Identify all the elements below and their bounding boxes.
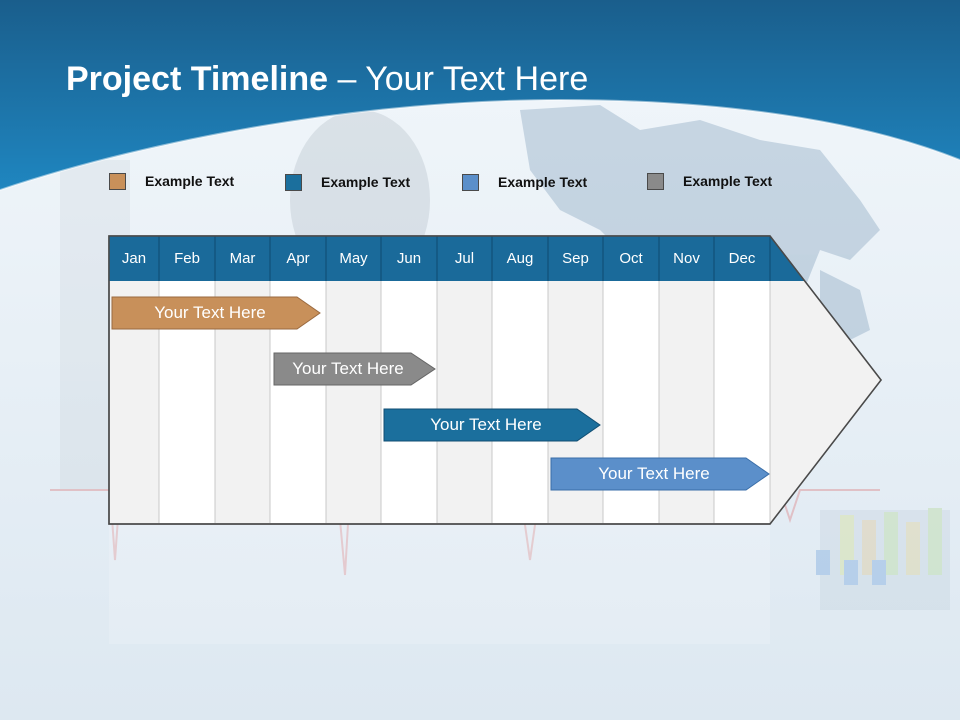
- task-bar-label: Your Text Here: [598, 464, 710, 483]
- month-column: [326, 281, 381, 523]
- header-band: [0, 0, 960, 190]
- task-bar-label: Your Text Here: [154, 303, 266, 322]
- legend-swatch: [462, 173, 479, 191]
- month-label: Jul: [454, 250, 475, 267]
- month-label: Mar: [229, 250, 256, 267]
- legend-swatch: [285, 173, 302, 191]
- month-label: Feb: [174, 250, 200, 267]
- header-dividers: [158, 236, 771, 281]
- legend-swatch: [109, 172, 126, 190]
- task-bar-4: [550, 457, 770, 491]
- task-bar-1: [111, 296, 321, 330]
- legend-item: Example Text: [109, 171, 234, 191]
- month-label: Sep: [562, 250, 589, 267]
- task-bar-3: [383, 408, 601, 442]
- month-label: Aug: [506, 250, 534, 267]
- legend-label: Example Text: [683, 173, 773, 189]
- month-label: Jun: [396, 250, 422, 267]
- legend-label: Example Text: [321, 174, 411, 190]
- task-bar-2: [273, 352, 436, 386]
- month-column: [437, 281, 492, 523]
- legend-swatch: [647, 172, 664, 190]
- title-bold: Project Timeline: [66, 60, 329, 98]
- timeline-reflection: [109, 524, 770, 644]
- month-label: Oct: [619, 250, 643, 267]
- task-bar-label: Your Text Here: [430, 415, 542, 434]
- legend-label: Example Text: [145, 173, 235, 189]
- month-label: Dec: [728, 250, 756, 267]
- task-bar-label: Your Text Here: [292, 359, 404, 378]
- month-header-row: [109, 236, 805, 281]
- month-label: Nov: [673, 250, 700, 267]
- legend-item: Example Text: [647, 171, 772, 191]
- legend-label: Example Text: [498, 174, 588, 190]
- arrow-tip-fill: [770, 281, 881, 524]
- month-label: Jan: [121, 250, 147, 267]
- legend-item: Example Text: [462, 172, 587, 192]
- month-label: Apr: [286, 250, 310, 267]
- legend-item: Example Text: [285, 172, 410, 192]
- page-title: Project Timeline – Your Text Here: [66, 60, 588, 99]
- title-rest: – Your Text Here: [328, 60, 589, 98]
- month-label: May: [339, 250, 368, 267]
